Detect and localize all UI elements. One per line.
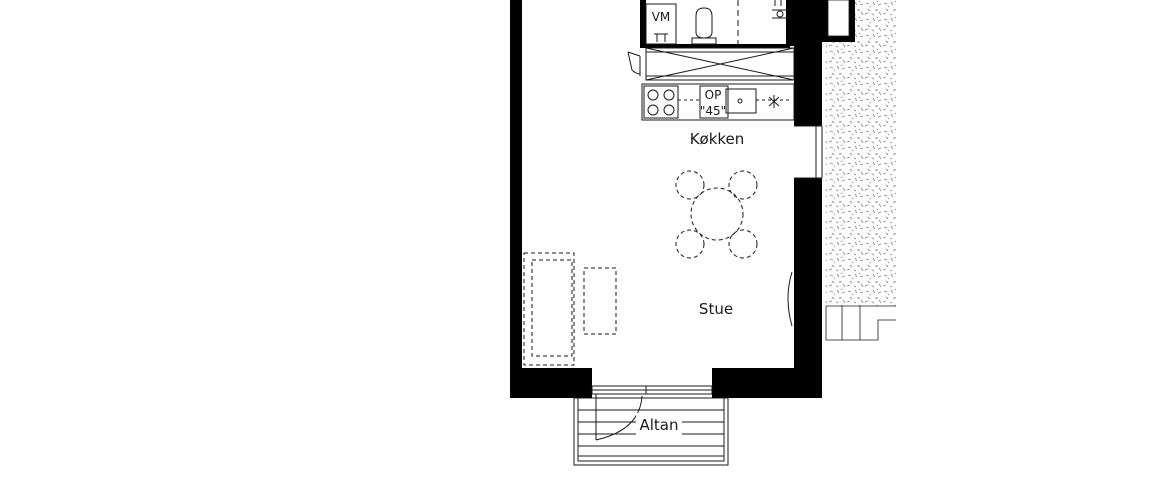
dishwasher — [699, 85, 729, 119]
wall-shaft-left — [849, 0, 855, 42]
balcony-door — [591, 385, 713, 441]
wall-bath-left — [640, 0, 646, 46]
radiator — [787, 271, 793, 327]
terrace-gravel-top — [855, 0, 896, 42]
shower-icon — [772, 0, 788, 19]
wall-shaft-bottom — [822, 36, 855, 42]
terrace-gravel — [826, 40, 896, 306]
dining-table — [690, 187, 744, 241]
wall-right-lower — [794, 178, 822, 398]
window-right — [794, 125, 823, 179]
washing-machine-label: VM — [652, 10, 671, 24]
kitchen-counter — [641, 83, 795, 121]
room-label-living: Stue — [699, 300, 733, 318]
coffee-table — [583, 267, 617, 335]
stove — [643, 85, 679, 119]
shaft — [827, 0, 850, 37]
wall-bath-bottom — [640, 44, 790, 48]
sofa — [523, 252, 575, 366]
entry-door — [627, 51, 641, 76]
wall-bath-right — [786, 0, 794, 46]
terrace-steps — [825, 305, 896, 341]
wall-right-upper — [794, 0, 822, 126]
appliance-size-label: "45" — [700, 104, 726, 118]
washing-machine — [645, 3, 677, 45]
appliance-label: OP — [705, 88, 722, 102]
toilet-icon — [695, 7, 713, 39]
wall-bottom-left — [510, 368, 592, 398]
walls — [510, 0, 855, 398]
lounge-furniture — [523, 252, 617, 366]
balcony-label-bg — [636, 413, 682, 435]
wardrobe — [645, 47, 795, 81]
extractor-icon — [768, 95, 780, 108]
room-label-balcony: Altan — [639, 416, 678, 434]
wall-right-top — [822, 0, 828, 42]
bathroom — [645, 0, 788, 45]
room-label-kitchen: Køkken — [690, 130, 745, 148]
sink — [725, 88, 757, 114]
wall-left — [510, 0, 522, 398]
dining-set — [675, 170, 758, 259]
